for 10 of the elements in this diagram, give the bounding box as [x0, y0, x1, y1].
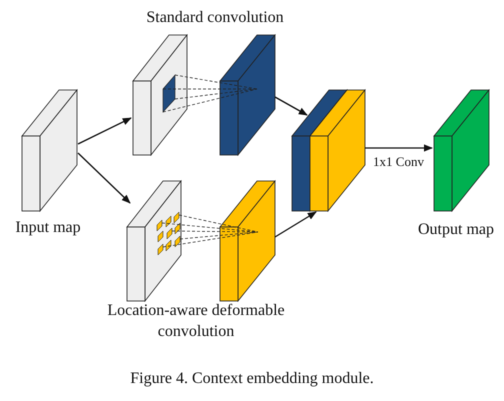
map-label: Output map	[417, 220, 495, 240]
map-label: Input map	[14, 218, 82, 238]
arrow	[365, 144, 433, 152]
figure-caption: Figure 4. Context embedding module.	[129, 370, 375, 388]
arrow	[78, 117, 132, 145]
map-label: Standard convolution	[145, 8, 285, 28]
arrow	[274, 96, 308, 116]
map-label: Location-aware deformable convolution	[106, 301, 286, 342]
arrow	[78, 152, 131, 204]
arrow	[274, 211, 317, 238]
